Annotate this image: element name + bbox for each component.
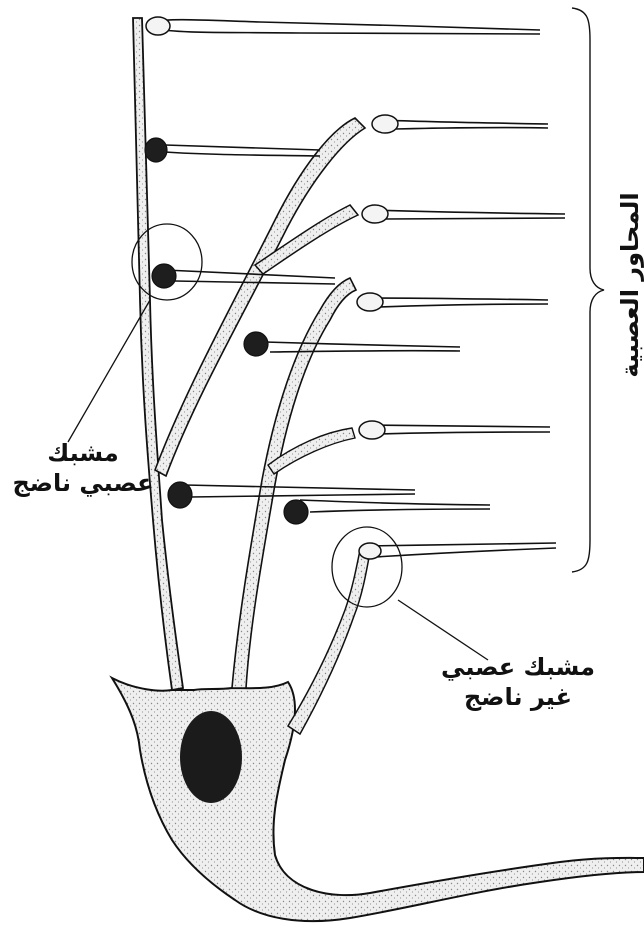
immature-synapse-label-line1: مشبك عصبي: [418, 652, 618, 682]
axons-label-text: المحاور العصبية: [616, 192, 644, 377]
axons-bracket: [572, 8, 604, 572]
axons-label: المحاور العصبية: [615, 175, 644, 395]
cell-body: [112, 678, 644, 921]
immature-synapse-leader: [398, 600, 488, 660]
mature-synapse-label: مشبك عصبي ناضج: [8, 438, 158, 498]
mature-synapse-label-line2: عصبي ناضج: [8, 468, 158, 498]
mature-synapse-leader: [68, 300, 150, 442]
immature-synapse-label-line2: غير ناضج: [418, 682, 618, 712]
dendrite-left: [133, 18, 183, 690]
axon-fibers: [150, 20, 565, 557]
immature-synapse-label: مشبك عصبي غير ناضج: [418, 652, 618, 712]
nucleus: [180, 711, 242, 803]
dendrite-right: [288, 550, 370, 734]
mature-synapse-label-line1: مشبك: [8, 438, 158, 468]
